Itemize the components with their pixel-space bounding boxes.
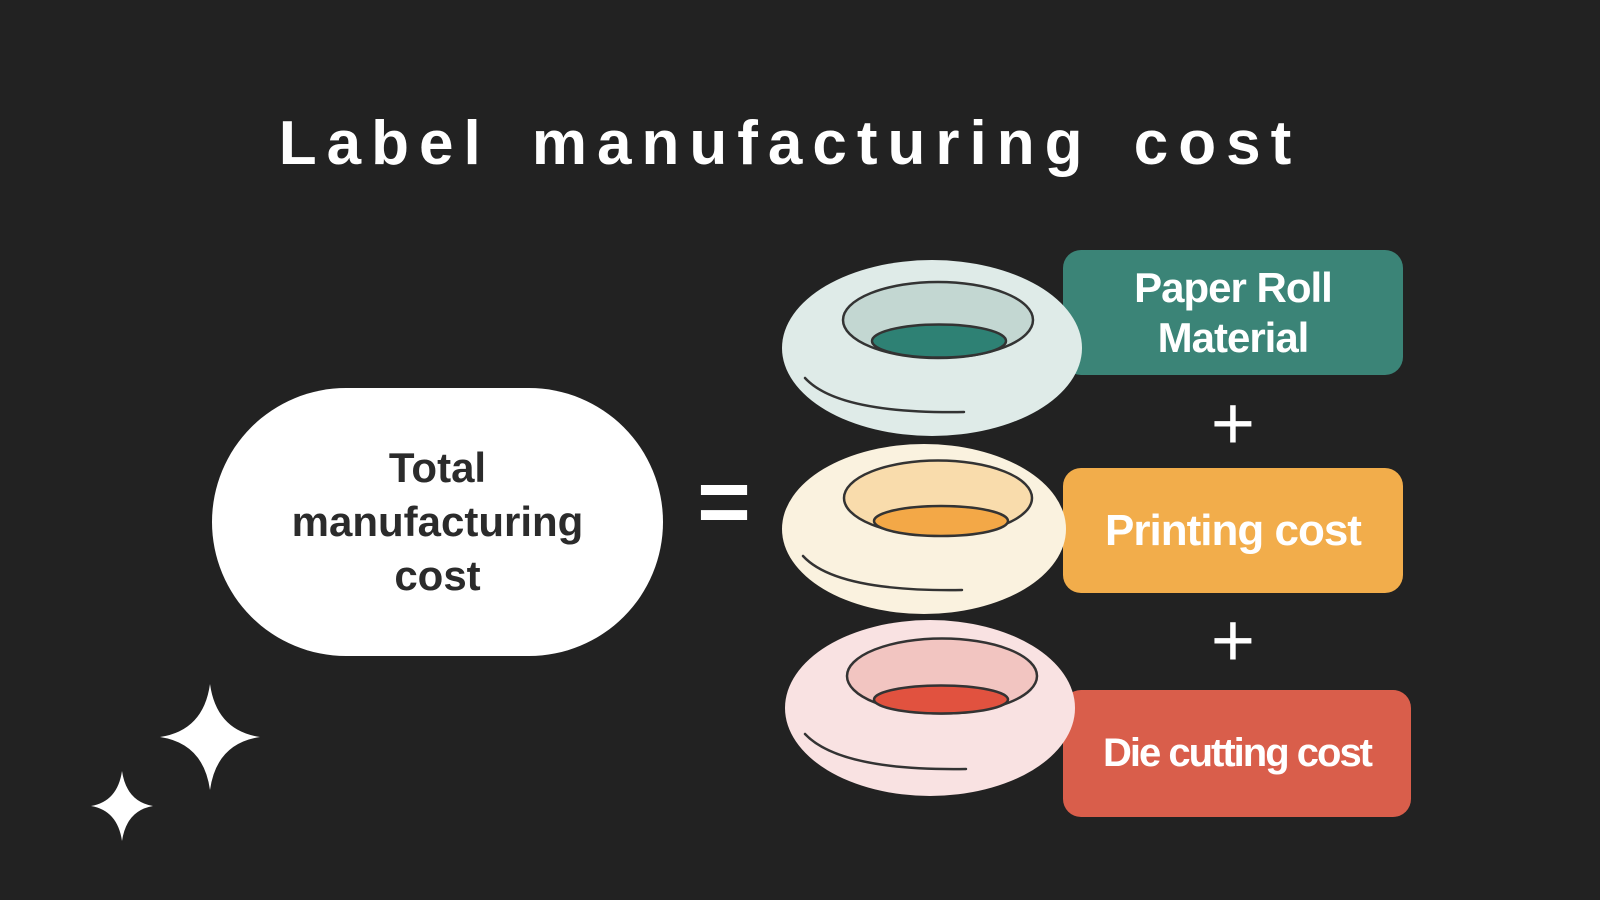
cost-box-paper-roll-material: Paper Roll Material: [1063, 250, 1403, 375]
plus-sign-1: +: [1210, 380, 1256, 466]
paper-roll-cream-icon: [782, 444, 1066, 614]
paper-roll-pink-icon: [785, 620, 1075, 796]
cost-box-die-cutting-cost: Die cutting cost: [1063, 690, 1411, 817]
cost-box-label: Die cutting cost: [1102, 730, 1373, 775]
page-title: Label manufacturing cost: [278, 109, 1302, 178]
total-cost-shape: Total manufacturing cost: [212, 388, 663, 656]
plus-sign-2: +: [1210, 597, 1256, 683]
total-cost-label: Total manufacturing cost: [291, 444, 584, 599]
sparkle-icon: [91, 684, 260, 841]
equals-sign: =: [697, 450, 751, 553]
cost-box-label: Printing cost: [1105, 505, 1362, 555]
paper-roll-teal-icon: [782, 260, 1082, 436]
cost-box-label: Paper Roll Material: [1134, 263, 1333, 361]
cost-box-printing-cost: Printing cost: [1063, 468, 1403, 593]
